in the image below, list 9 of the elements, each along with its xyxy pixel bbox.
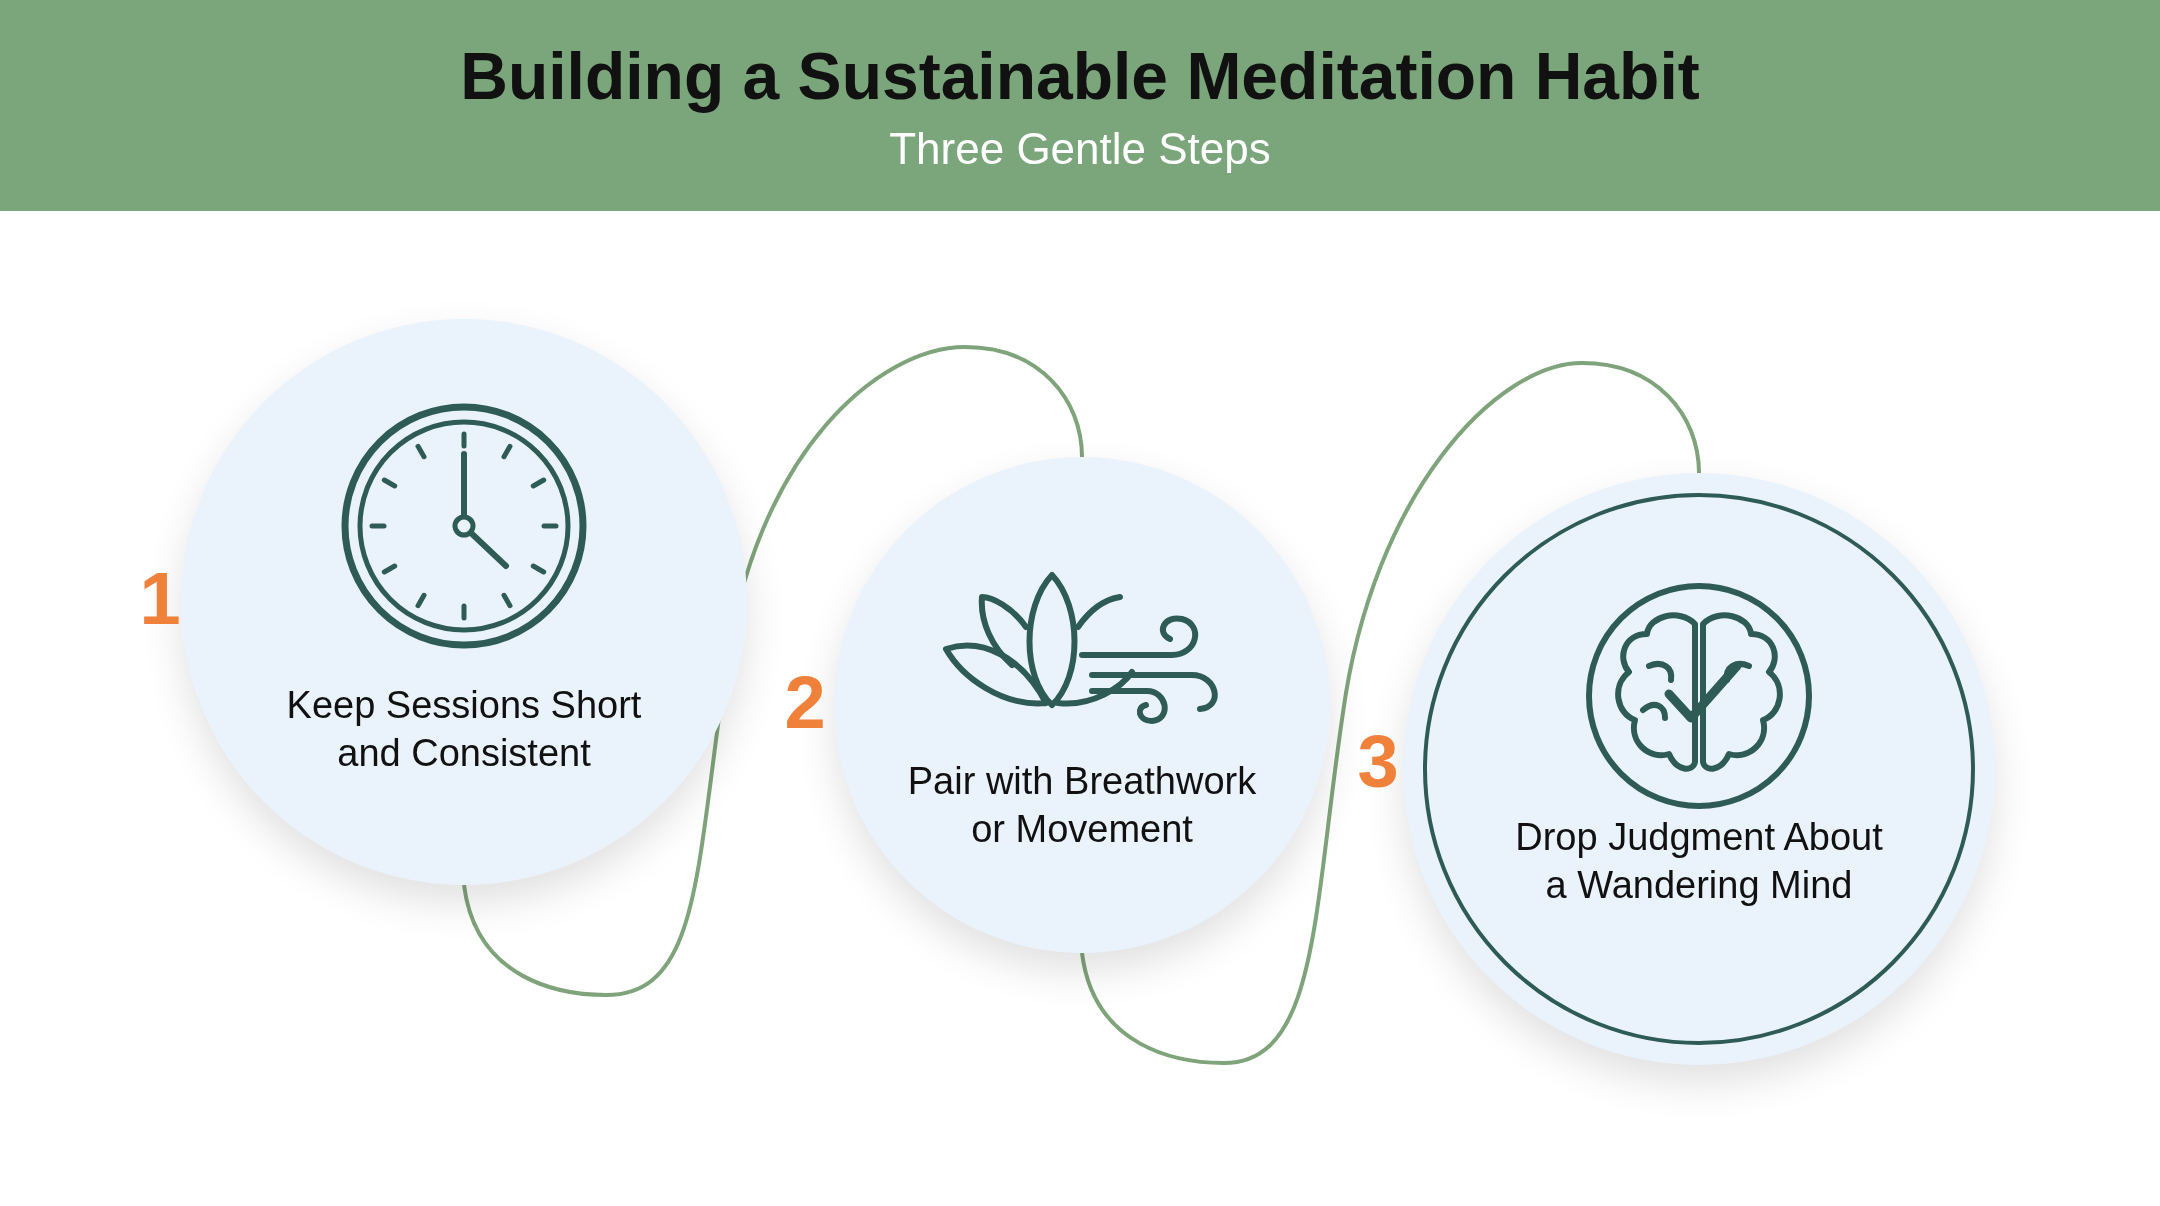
step-text: Pair with Breathwork or Movement	[906, 759, 1258, 852]
connector-line	[1080, 361, 1701, 1065]
step-number: 1	[139, 562, 181, 636]
step-number: 2	[784, 666, 826, 740]
step-number: 3	[1357, 725, 1399, 799]
subtitle: Three Gentle Steps	[889, 123, 1271, 176]
title: Building a Sustainable Meditation Habit	[460, 37, 1700, 115]
step-text: Keep Sessions Short and Consistent	[285, 683, 643, 776]
step-text: Drop Judgment About a Wandering Mind	[1514, 815, 1884, 908]
